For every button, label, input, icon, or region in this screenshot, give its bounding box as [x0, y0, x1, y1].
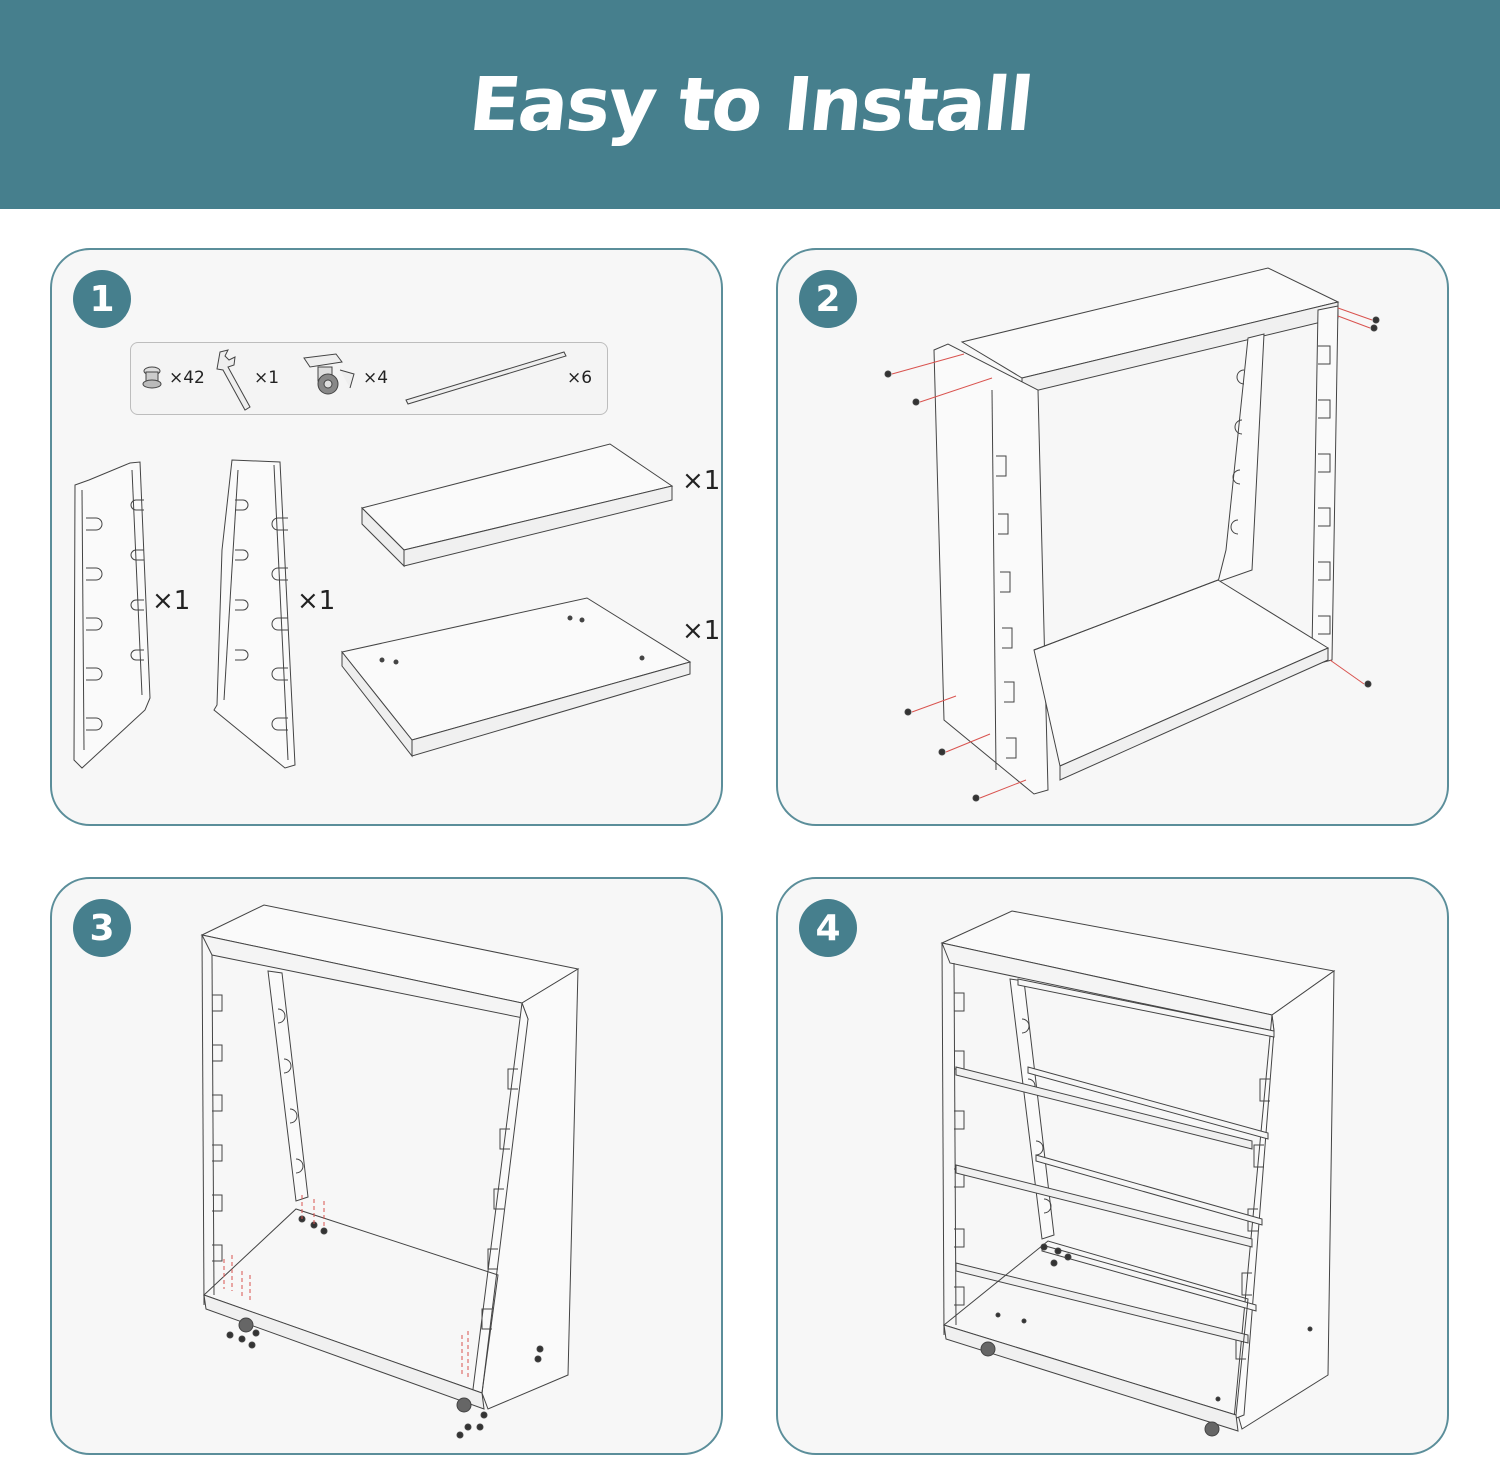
wrench-quantity: ×1 [254, 368, 280, 388]
bolt-icon [143, 367, 161, 388]
bottom-shelf-quantity: ×1 [682, 616, 721, 646]
step-2-illustration [778, 250, 1449, 826]
right-panel-quantity: ×1 [297, 586, 336, 616]
step-4-panel: 4 [776, 877, 1449, 1455]
caster-quantity: ×4 [363, 368, 389, 388]
right-side-panel-drawing [214, 460, 295, 768]
bolt-quantity: ×42 [169, 368, 205, 388]
header-banner: Easy to Install [0, 0, 1500, 209]
rod-icon [406, 352, 566, 404]
step-3-panel: 3 [50, 877, 723, 1455]
step-1-illustration [52, 250, 723, 826]
left-side-panel-drawing [74, 462, 150, 768]
step-2-badge: 2 [799, 270, 857, 328]
wrench-icon [217, 350, 250, 410]
left-panel-quantity: ×1 [152, 586, 191, 616]
bottom-shelf-drawing [342, 598, 690, 756]
step-1-panel: 1 [50, 248, 723, 826]
rod-quantity: ×6 [567, 368, 593, 388]
page-title: Easy to Install [465, 61, 1035, 148]
step-1-badge: 1 [73, 270, 131, 328]
top-shelf-quantity: ×1 [682, 466, 721, 496]
step-3-illustration [52, 879, 723, 1455]
step-4-illustration [778, 879, 1449, 1455]
top-shelf-drawing [362, 444, 672, 566]
step-4-badge: 4 [799, 899, 857, 957]
hardware-parts-box [130, 342, 608, 415]
step-2-panel: 2 [776, 248, 1449, 826]
caster-wheel-icon [304, 354, 354, 394]
step-3-badge: 3 [73, 899, 131, 957]
